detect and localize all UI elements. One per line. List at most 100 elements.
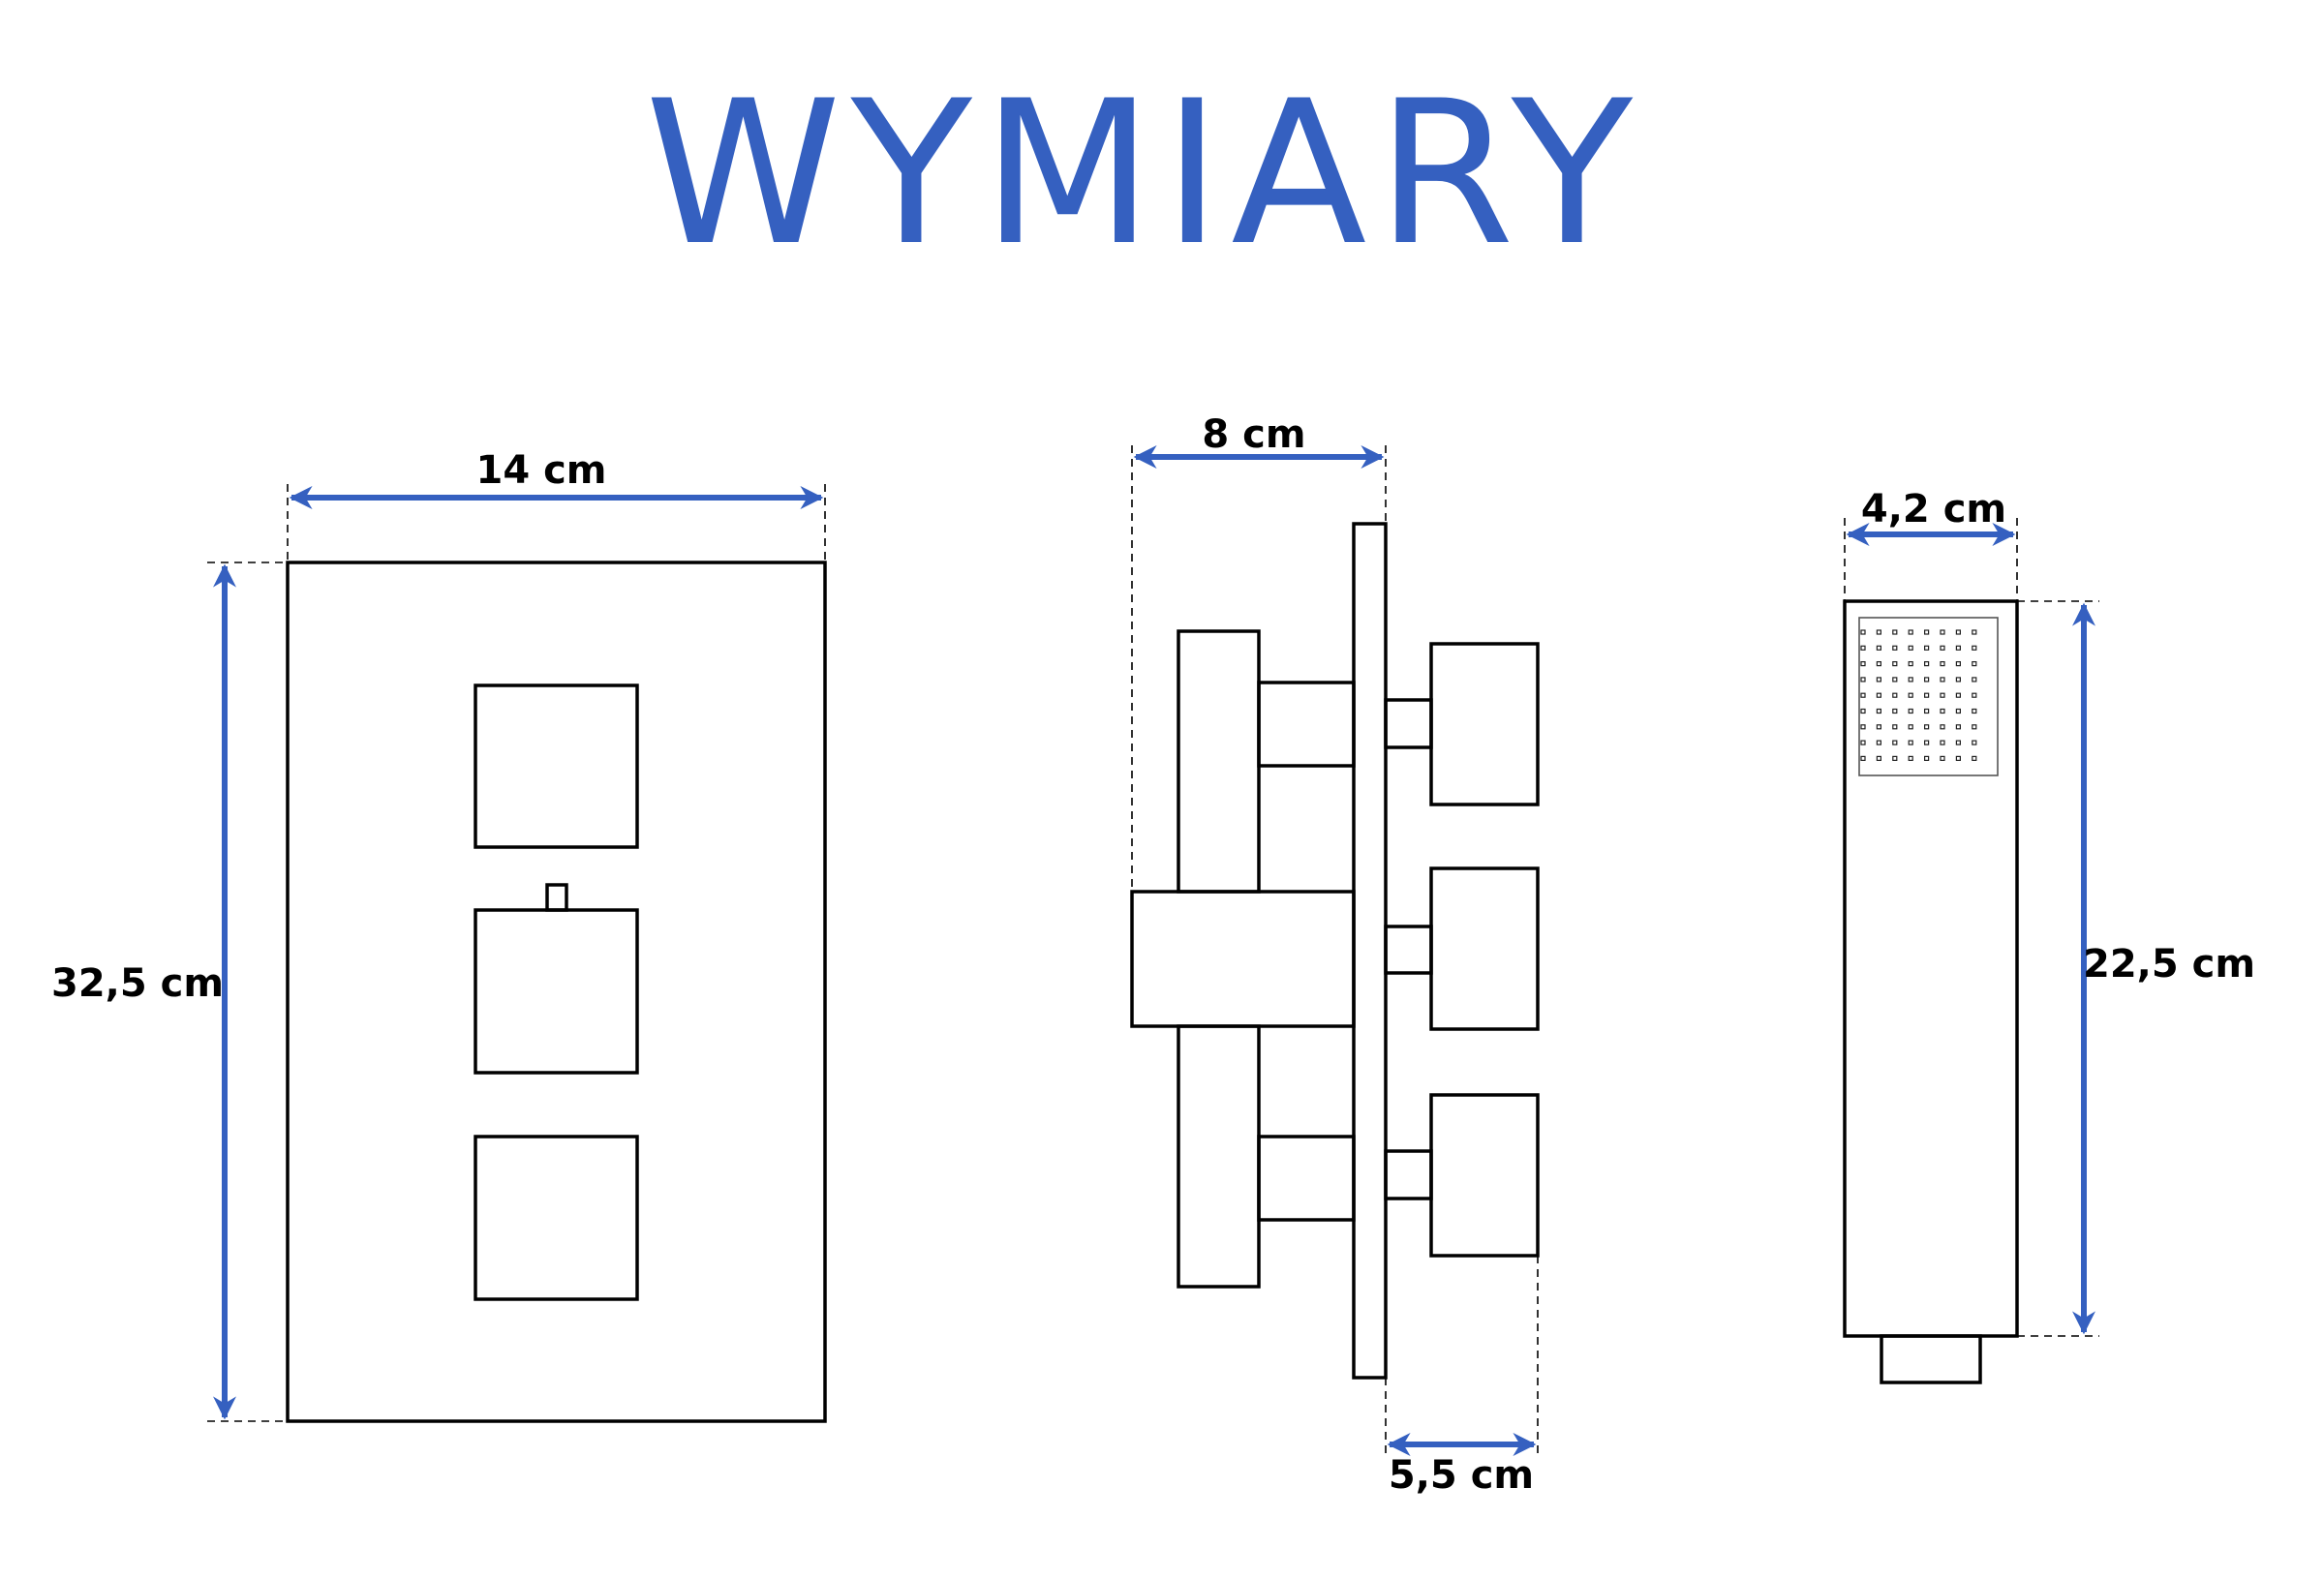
nozzle <box>1876 629 1882 635</box>
connector-lower <box>1257 1135 1356 1222</box>
nozzle <box>1955 629 1962 635</box>
body-lower <box>1177 1024 1261 1289</box>
nozzle <box>1940 740 1945 745</box>
nozzle <box>1908 677 1913 683</box>
nozzle <box>1860 692 1866 698</box>
nozzle <box>1940 755 1945 762</box>
nozzle <box>1876 755 1882 762</box>
knob-bottom <box>474 1135 639 1301</box>
nozzle-grid <box>1860 629 1977 762</box>
nozzle <box>1923 692 1930 698</box>
width-label: 14 cm <box>476 448 607 493</box>
nozzle <box>1955 692 1962 698</box>
nozzle <box>1876 740 1882 745</box>
nozzle <box>1955 645 1962 651</box>
connector-upper <box>1257 681 1356 768</box>
nozzle <box>1940 708 1945 714</box>
front-view: 14 cm 32,5 cm <box>51 448 827 1423</box>
nozzle <box>1940 645 1945 651</box>
nozzle <box>1860 645 1866 651</box>
knob-side-bottom <box>1429 1093 1540 1258</box>
nozzle <box>1923 724 1930 730</box>
body-center-block <box>1130 890 1356 1028</box>
nozzle <box>1972 755 1977 762</box>
nozzle <box>1923 645 1930 651</box>
nozzle <box>1955 677 1962 683</box>
nozzle <box>1955 708 1962 714</box>
nozzle <box>1908 708 1913 714</box>
nozzle <box>1955 724 1962 730</box>
page-title: WYMIARY <box>645 59 1642 289</box>
nozzle <box>1860 724 1866 730</box>
hand-shower-width-label: 4,2 cm <box>1861 487 2006 531</box>
nozzle <box>1923 629 1930 635</box>
nozzle <box>1892 677 1898 683</box>
stem <box>1384 925 1433 975</box>
nozzle <box>1892 708 1898 714</box>
nozzle <box>1972 677 1977 683</box>
nozzle <box>1892 740 1898 745</box>
knob-middle <box>474 908 639 1075</box>
hand-shower-height-label: 22,5 cm <box>2083 942 2255 987</box>
nozzle <box>1860 740 1866 745</box>
nozzle <box>1972 660 1977 667</box>
side-view: 8 cm 5,5 cm <box>1130 412 1540 1498</box>
nozzle <box>1908 645 1913 651</box>
nozzle <box>1940 692 1945 698</box>
hand-shower-view: 4,2 cm 22,5 cm <box>1843 487 2255 1384</box>
knob-depth-label: 5,5 cm <box>1389 1453 1534 1498</box>
nozzle <box>1860 629 1866 635</box>
nozzle <box>1860 708 1866 714</box>
nozzle <box>1972 629 1977 635</box>
knob-side-top <box>1429 642 1540 806</box>
nozzle <box>1972 645 1977 651</box>
nozzle <box>1955 755 1962 762</box>
knob-indicator <box>545 883 568 912</box>
nozzle <box>1908 740 1913 745</box>
nozzle <box>1876 708 1882 714</box>
nozzle <box>1940 724 1945 730</box>
nozzle <box>1908 660 1913 667</box>
nozzle <box>1923 660 1930 667</box>
nozzle <box>1940 629 1945 635</box>
hand-shower-connector <box>1880 1334 1982 1384</box>
nozzle <box>1923 755 1930 762</box>
nozzle <box>1955 660 1962 667</box>
stem <box>1384 698 1433 749</box>
height-label: 32,5 cm <box>51 961 224 1006</box>
nozzle <box>1860 677 1866 683</box>
nozzle <box>1908 629 1913 635</box>
nozzle <box>1876 724 1882 730</box>
nozzle <box>1972 740 1977 745</box>
nozzle <box>1876 677 1882 683</box>
nozzle <box>1876 660 1882 667</box>
nozzle <box>1908 724 1913 730</box>
nozzle <box>1892 660 1898 667</box>
nozzle <box>1972 724 1977 730</box>
hand-shower-body <box>1843 599 2019 1338</box>
nozzle <box>1923 740 1930 745</box>
nozzle <box>1892 629 1898 635</box>
wall-plate <box>1352 522 1388 1380</box>
nozzle <box>1940 677 1945 683</box>
nozzle <box>1892 645 1898 651</box>
nozzle <box>1940 660 1945 667</box>
nozzle <box>1892 724 1898 730</box>
nozzle <box>1972 708 1977 714</box>
nozzle <box>1860 660 1866 667</box>
cover-plate <box>286 561 827 1423</box>
nozzle <box>1892 692 1898 698</box>
knob-side-middle <box>1429 866 1540 1031</box>
nozzle <box>1908 755 1913 762</box>
nozzle <box>1972 692 1977 698</box>
depth-label: 8 cm <box>1202 412 1305 457</box>
nozzle <box>1908 692 1913 698</box>
nozzle <box>1923 677 1930 683</box>
nozzle <box>1876 645 1882 651</box>
nozzle <box>1860 755 1866 762</box>
stem <box>1384 1149 1433 1200</box>
knob-top <box>474 683 639 849</box>
spray-face <box>1858 617 1999 776</box>
nozzle <box>1955 740 1962 745</box>
